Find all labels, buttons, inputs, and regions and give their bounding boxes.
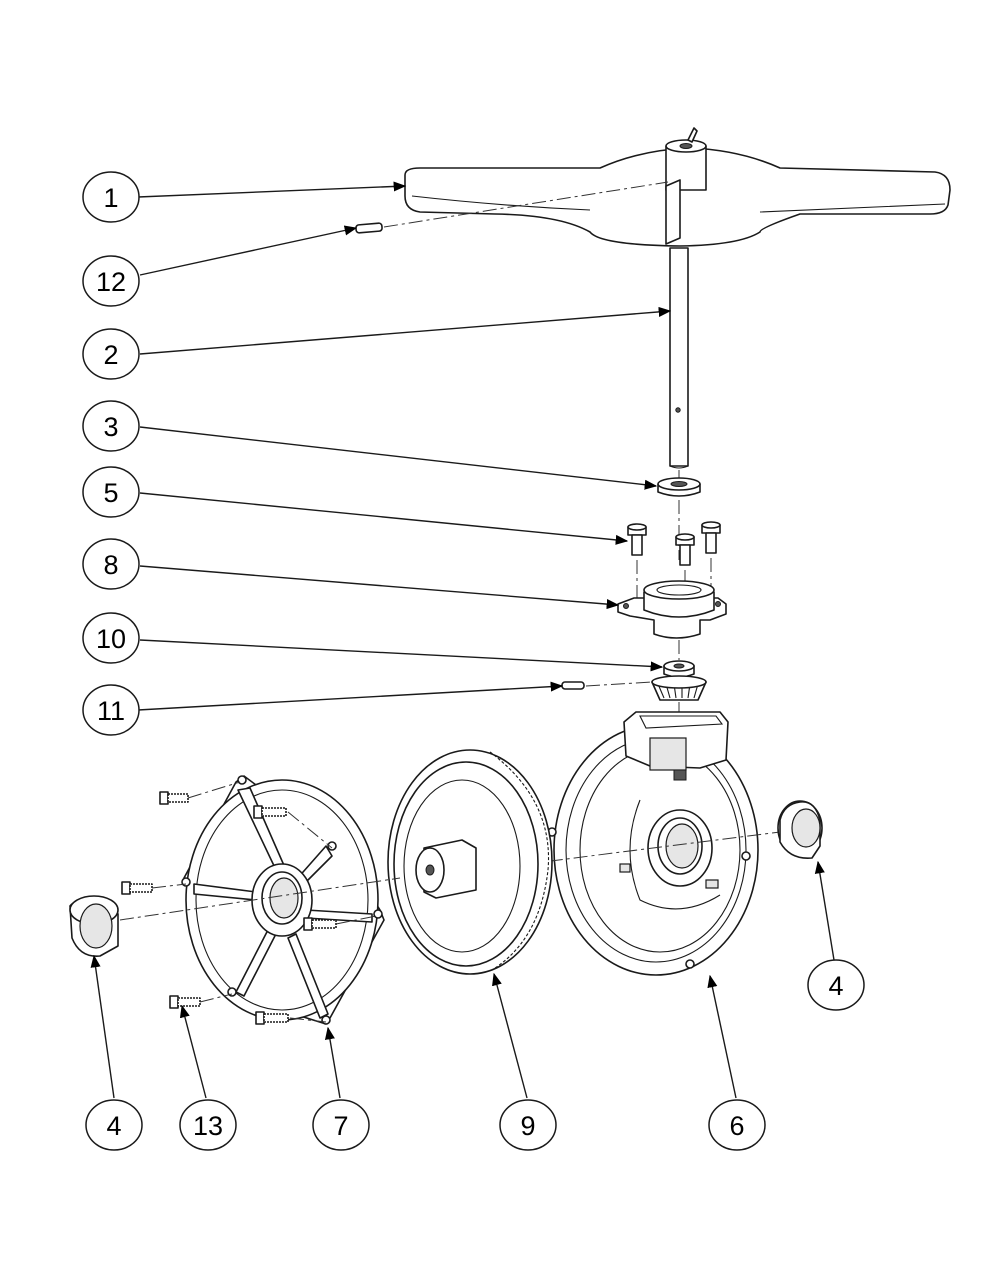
callout-2: 2	[82, 328, 140, 380]
callout-8: 8	[82, 538, 140, 590]
svg-text:12: 12	[96, 267, 126, 297]
leader-13	[179, 1004, 207, 1099]
leader-4-left	[90, 954, 115, 1099]
svg-text:11: 11	[97, 696, 125, 726]
part-5-screws	[627, 521, 721, 600]
leader-1	[137, 181, 407, 198]
part-13-screws	[121, 781, 377, 1025]
callouts: 1 12 2 3 5 8 10 11	[82, 171, 865, 1151]
part-4-seal-right	[777, 800, 823, 859]
screw-c	[701, 521, 721, 554]
callout-13: 13	[179, 1099, 237, 1151]
leader-11	[137, 681, 564, 711]
callout-5: 5	[82, 466, 140, 518]
svg-text:10: 10	[96, 624, 126, 654]
leader-8	[139, 565, 620, 610]
part-6-gear-case	[399, 711, 781, 976]
svg-text:3: 3	[103, 412, 118, 442]
svg-text:1: 1	[103, 183, 118, 213]
leader-4-right	[814, 860, 835, 961]
part-8-bearing-housing	[617, 580, 727, 660]
screw-a	[627, 523, 647, 556]
part-7-end-cover	[119, 775, 401, 1025]
leader-2	[139, 306, 672, 355]
screw-b	[675, 533, 695, 566]
leader-5	[139, 492, 629, 545]
callout-12: 12	[82, 255, 140, 307]
callout-7: 7	[312, 1099, 370, 1151]
part-9-large-gear	[387, 749, 553, 975]
part-1-rotor-arm	[404, 127, 951, 247]
callout-3: 3	[82, 400, 140, 452]
svg-text:2: 2	[103, 340, 118, 370]
leader-6	[707, 974, 737, 1099]
svg-text:4: 4	[828, 971, 843, 1001]
leader-9	[492, 972, 528, 1099]
part-11-pin-and-gear	[561, 675, 707, 722]
svg-text:7: 7	[333, 1111, 348, 1141]
svg-text:8: 8	[103, 550, 118, 580]
callout-11: 11	[82, 684, 140, 736]
callout-6: 6	[708, 1099, 766, 1151]
leader-10	[139, 639, 664, 672]
svg-text:5: 5	[103, 478, 118, 508]
part-2-shaft	[669, 247, 689, 480]
part-10-bushing	[663, 660, 695, 678]
svg-text:6: 6	[729, 1111, 744, 1141]
part-3-washer	[657, 477, 701, 560]
callout-1: 1	[82, 171, 140, 223]
part-4-seal-left	[69, 895, 119, 957]
leader-7	[324, 1026, 341, 1099]
leader-12	[139, 225, 358, 276]
svg-text:9: 9	[520, 1111, 535, 1141]
svg-text:13: 13	[193, 1111, 223, 1141]
callout-4-right: 4	[807, 959, 865, 1011]
svg-text:4: 4	[106, 1111, 121, 1141]
leader-3	[139, 426, 658, 490]
callout-10: 10	[82, 612, 140, 664]
callout-4-left: 4	[85, 1099, 143, 1151]
leader-lines	[90, 181, 835, 1099]
callout-9: 9	[499, 1099, 557, 1151]
